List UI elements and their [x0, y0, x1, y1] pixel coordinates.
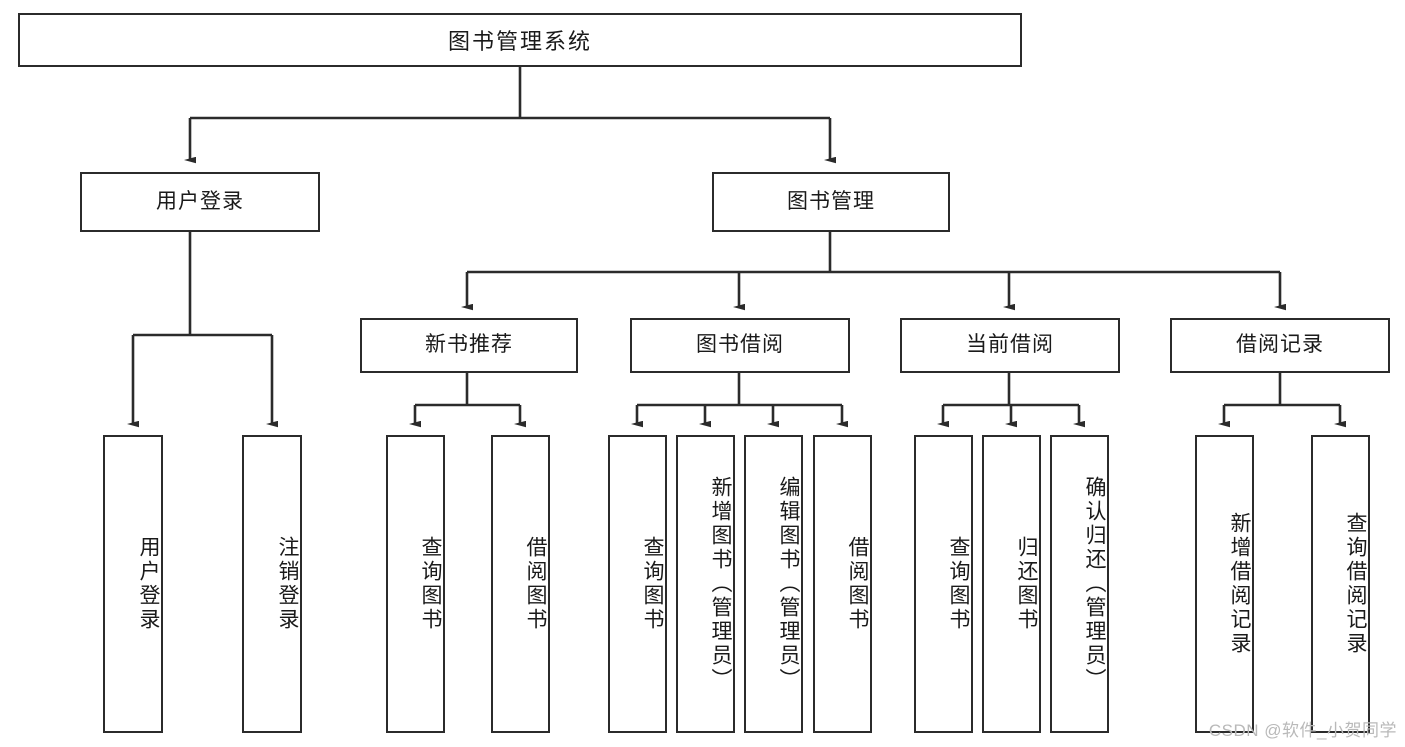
leaf-record-add-record[interactable]: 新增借阅记录	[1195, 435, 1254, 733]
leaf-label: 确认归还（管理员）	[1083, 476, 1106, 692]
node-new-book-recommend-label: 新书推荐	[425, 333, 513, 357]
node-root-system[interactable]: 图书管理系统	[18, 13, 1022, 67]
leaf-label: 归还图书	[1015, 536, 1038, 632]
leaf-label: 新增图书（管理员）	[709, 476, 732, 692]
leaf-current-return-book[interactable]: 归还图书	[982, 435, 1041, 733]
node-current-borrow[interactable]: 当前借阅	[900, 318, 1120, 373]
leaf-current-query-book[interactable]: 查询图书	[914, 435, 973, 733]
leaf-label: 编辑图书（管理员）	[777, 476, 800, 692]
csdn-watermark: CSDN @软件_小贺同学	[1208, 721, 1397, 740]
leaf-borrow-edit-book-admin[interactable]: 编辑图书（管理员）	[744, 435, 803, 733]
node-root-label: 图书管理系统	[447, 29, 592, 54]
leaf-label: 新增借阅记录	[1228, 512, 1251, 656]
leaf-new-book-query[interactable]: 查询图书	[386, 435, 445, 733]
leaf-label: 注销登录	[276, 536, 299, 632]
node-borrow-record[interactable]: 借阅记录	[1170, 318, 1390, 373]
leaf-user-login-logout[interactable]: 注销登录	[242, 435, 302, 733]
node-book-management-label: 图书管理	[787, 189, 875, 213]
node-book-borrow-label: 图书借阅	[696, 333, 784, 357]
leaf-new-book-borrow[interactable]: 借阅图书	[491, 435, 550, 733]
leaf-label: 查询借阅记录	[1344, 512, 1367, 656]
node-user-login-label: 用户登录	[156, 189, 244, 213]
leaf-label: 用户登录	[137, 536, 160, 632]
leaf-label: 查询图书	[641, 536, 664, 632]
leaf-label: 查询图书	[947, 536, 970, 632]
node-current-borrow-label: 当前借阅	[966, 333, 1054, 357]
leaf-user-login-login[interactable]: 用户登录	[103, 435, 163, 733]
leaf-label: 借阅图书	[524, 536, 547, 632]
node-book-borrow[interactable]: 图书借阅	[630, 318, 850, 373]
leaf-current-confirm-return-admin[interactable]: 确认归还（管理员）	[1050, 435, 1109, 733]
node-book-management[interactable]: 图书管理	[712, 172, 950, 232]
leaf-record-query-record[interactable]: 查询借阅记录	[1311, 435, 1370, 733]
leaf-borrow-query-book[interactable]: 查询图书	[608, 435, 667, 733]
leaf-label: 查询图书	[419, 536, 442, 632]
node-user-login[interactable]: 用户登录	[80, 172, 320, 232]
leaf-borrow-add-book-admin[interactable]: 新增图书（管理员）	[676, 435, 735, 733]
node-new-book-recommend[interactable]: 新书推荐	[360, 318, 578, 373]
leaf-label: 借阅图书	[846, 536, 869, 632]
node-borrow-record-label: 借阅记录	[1236, 333, 1324, 357]
leaf-borrow-borrow-book[interactable]: 借阅图书	[813, 435, 872, 733]
